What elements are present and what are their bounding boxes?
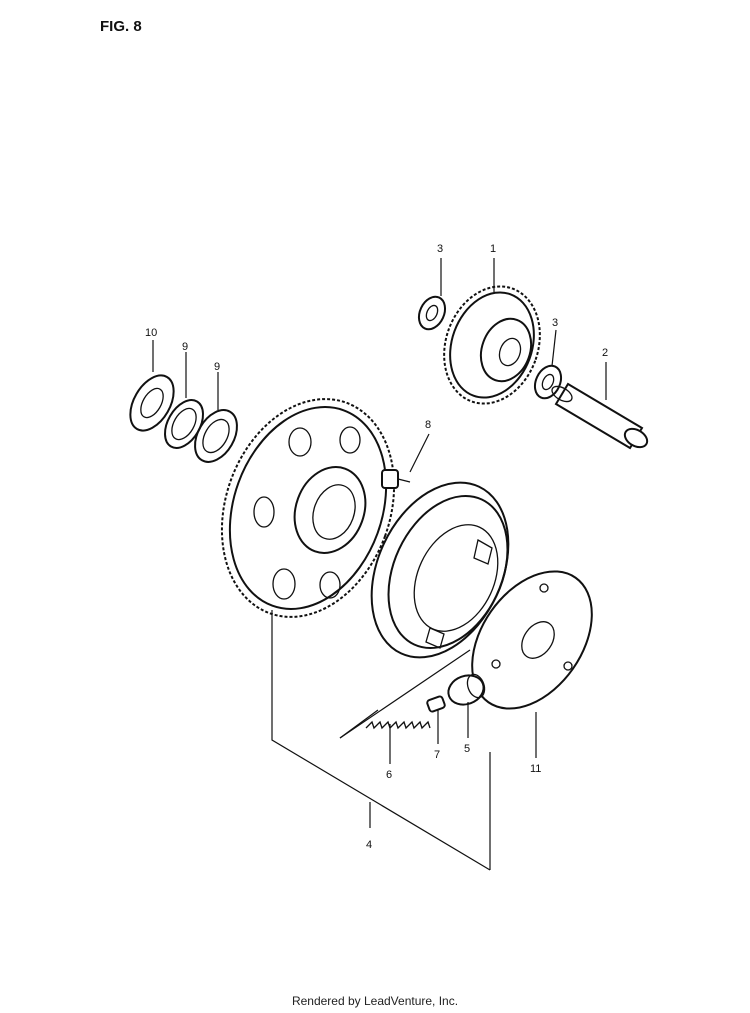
callout-10: 10	[145, 327, 157, 339]
washer-part-3-top	[417, 295, 447, 331]
bolt-part-8	[381, 469, 411, 489]
bearing-part-9-right	[194, 409, 238, 463]
callout-3-top: 3	[437, 243, 443, 255]
callout-1: 1	[490, 243, 496, 255]
figure-title: FIG. 8	[100, 18, 142, 35]
footer-credit: Rendered by LeadVenture, Inc.	[291, 994, 459, 1008]
callout-6: 6	[386, 769, 392, 781]
callout-4: 4	[366, 839, 372, 851]
leader-lines	[152, 258, 607, 871]
callout-11: 11	[530, 763, 541, 775]
callout-7: 7	[434, 749, 440, 761]
callout-9-left: 9	[182, 341, 188, 353]
callout-8: 8	[425, 419, 431, 431]
callout-5: 5	[464, 743, 470, 755]
roller-part-5	[447, 673, 486, 706]
driven-gear-part-4	[220, 398, 396, 618]
idle-gear-part-1	[443, 285, 541, 405]
callout-9-right: 9	[214, 361, 220, 373]
plunger-part-7	[426, 695, 446, 713]
callout-2: 2	[602, 347, 608, 359]
spring-part-6	[365, 720, 431, 730]
callout-3-right: 3	[552, 317, 558, 329]
washer-part-10	[129, 374, 175, 432]
plate-part-11	[471, 570, 593, 710]
shaft-part-2	[551, 382, 649, 450]
starter-clutch-housing	[370, 481, 510, 659]
